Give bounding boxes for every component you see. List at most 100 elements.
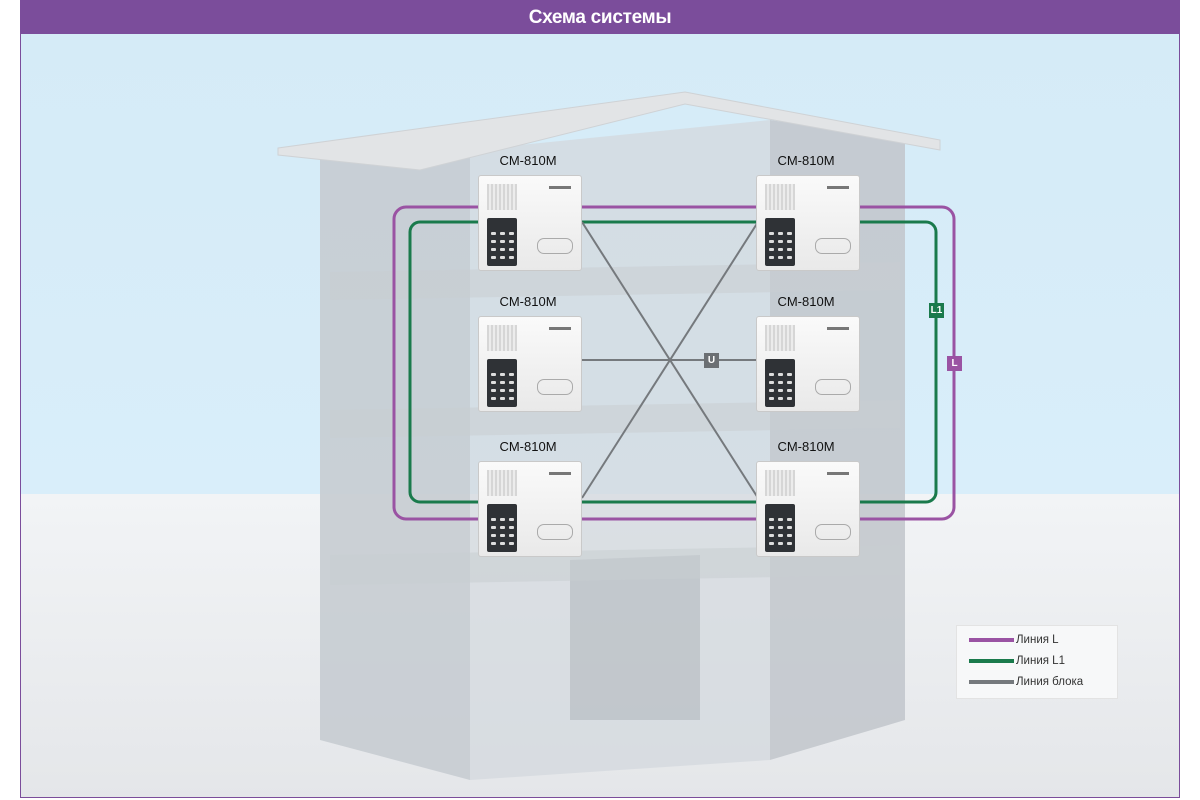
keypad-button xyxy=(787,518,792,521)
intercom-device xyxy=(478,316,582,412)
floor-slab-1 xyxy=(330,262,900,300)
speaker-grill xyxy=(487,325,517,351)
keypad-button xyxy=(787,381,792,384)
keypad-button xyxy=(778,248,783,251)
keypad-button xyxy=(778,256,783,259)
keypad-button xyxy=(769,389,774,392)
keypad-button xyxy=(500,373,505,376)
building-inner-column xyxy=(570,555,700,720)
keypad-button xyxy=(491,381,496,384)
unit-middle-right[interactable]: CM-810M xyxy=(752,294,860,412)
speaker-grill xyxy=(765,184,795,210)
unit-model-label: CM-810M xyxy=(499,439,557,454)
keypad-button xyxy=(769,542,774,545)
keypad-button xyxy=(500,256,505,259)
keypad-button xyxy=(500,397,505,400)
handset-icon xyxy=(537,524,573,540)
keypad-button xyxy=(509,542,514,545)
legend-swatch xyxy=(969,659,1014,663)
keypad-button xyxy=(778,373,783,376)
line-L1-loop xyxy=(408,220,938,504)
handset-icon xyxy=(815,238,851,254)
handset-icon xyxy=(815,524,851,540)
legend: Линия L Линия L1 Линия блока xyxy=(956,625,1118,699)
keypad-button xyxy=(509,526,514,529)
keypad-button xyxy=(500,526,505,529)
legend-label: Линия L1 xyxy=(1016,655,1065,667)
intercom-device xyxy=(756,175,860,271)
keypad-button xyxy=(491,248,496,251)
keypad-button xyxy=(769,256,774,259)
line-tag-U: U xyxy=(704,353,719,368)
keypad-button xyxy=(500,381,505,384)
keypad-button xyxy=(500,534,505,537)
keypad-button xyxy=(491,534,496,537)
unit-middle-left[interactable]: CM-810M xyxy=(474,294,582,412)
legend-label: Линия L xyxy=(1016,634,1059,646)
keypad-button xyxy=(500,518,505,521)
keypad-button xyxy=(787,397,792,400)
page-title: Схема системы xyxy=(21,1,1179,34)
keypad xyxy=(487,504,517,552)
brand-mark xyxy=(827,327,849,330)
legend-swatch xyxy=(969,680,1014,684)
keypad-button xyxy=(787,389,792,392)
keypad xyxy=(765,218,795,266)
keypad-button xyxy=(491,397,496,400)
brand-mark xyxy=(549,186,571,189)
keypad-button xyxy=(509,373,514,376)
keypad-button xyxy=(509,256,514,259)
keypad-button xyxy=(778,542,783,545)
keypad-button xyxy=(491,518,496,521)
keypad-button xyxy=(769,248,774,251)
brand-mark xyxy=(827,186,849,189)
keypad xyxy=(487,218,517,266)
brand-mark xyxy=(549,472,571,475)
keypad-button xyxy=(509,389,514,392)
unit-top-left[interactable]: CM-810M xyxy=(474,153,582,271)
keypad-button xyxy=(769,526,774,529)
unit-model-label: CM-810M xyxy=(777,294,835,309)
keypad-button xyxy=(491,526,496,529)
intercom-device xyxy=(756,316,860,412)
unit-model-label: CM-810M xyxy=(777,153,835,168)
keypad-button xyxy=(778,518,783,521)
brand-mark xyxy=(549,327,571,330)
keypad-button xyxy=(500,389,505,392)
keypad-button xyxy=(491,256,496,259)
keypad-button xyxy=(509,240,514,243)
unit-model-label: CM-810M xyxy=(499,294,557,309)
intercom-device xyxy=(478,461,582,557)
line-tag-L: L xyxy=(947,356,962,371)
keypad-button xyxy=(778,389,783,392)
keypad-button xyxy=(787,248,792,251)
unit-bottom-left[interactable]: CM-810M xyxy=(474,439,582,557)
keypad-button xyxy=(787,256,792,259)
keypad-button xyxy=(509,232,514,235)
keypad-button xyxy=(769,397,774,400)
keypad xyxy=(765,504,795,552)
keypad xyxy=(765,359,795,407)
keypad-button xyxy=(787,526,792,529)
unit-bottom-right[interactable]: CM-810M xyxy=(752,439,860,557)
keypad-button xyxy=(787,232,792,235)
intercom-device xyxy=(478,175,582,271)
unit-top-right[interactable]: CM-810M xyxy=(752,153,860,271)
keypad-button xyxy=(491,240,496,243)
handset-icon xyxy=(537,379,573,395)
handset-icon xyxy=(537,238,573,254)
keypad-button xyxy=(491,389,496,392)
brand-mark xyxy=(827,472,849,475)
keypad-button xyxy=(778,381,783,384)
legend-label: Линия блока xyxy=(1016,676,1084,688)
keypad-button xyxy=(509,534,514,537)
legend-swatch xyxy=(969,638,1014,642)
keypad-button xyxy=(769,518,774,521)
keypad-button xyxy=(500,542,505,545)
keypad-button xyxy=(769,240,774,243)
speaker-grill xyxy=(765,470,795,496)
keypad-button xyxy=(491,373,496,376)
keypad-button xyxy=(509,397,514,400)
keypad-button xyxy=(787,542,792,545)
keypad-button xyxy=(787,240,792,243)
